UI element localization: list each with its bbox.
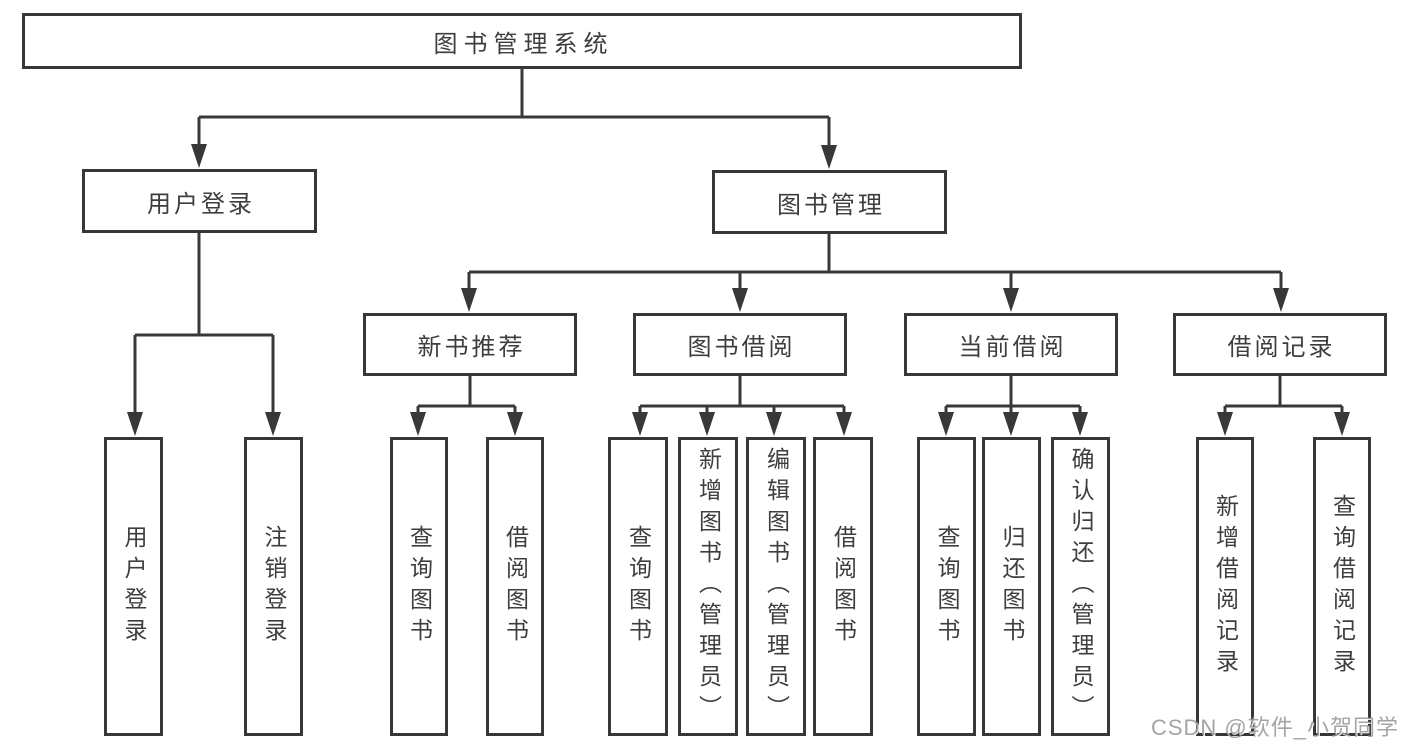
leaf-return-books: 归还图书 (982, 437, 1041, 736)
watermark: CSDN @软件_小贺同学 (1150, 715, 1399, 740)
leaf-add-borrow-record: 新增借阅记录 (1196, 437, 1254, 736)
node-label: 用户登录 (121, 524, 147, 649)
node-book-borrowing: 图书借阅 (633, 313, 847, 376)
leaf-borrow-books: 借阅图书 (813, 437, 873, 736)
node-book-management: 图书管理 (712, 170, 947, 234)
node-label: 注销登录 (261, 524, 287, 649)
leaf-edit-books-admin: 编辑图书（管理员） (746, 437, 806, 736)
node-user-login: 用户登录 (82, 169, 317, 233)
node-library-management-system: 图书管理系统 (22, 13, 1022, 69)
node-label: 查询图书 (625, 524, 652, 649)
node-current-borrowing: 当前借阅 (904, 313, 1118, 376)
node-label: 查询图书 (934, 524, 960, 649)
node-label: 图书管理系统 (433, 30, 614, 58)
node-label: 借阅图书 (502, 524, 529, 649)
node-label: 图书管理 (777, 191, 885, 219)
node-label: 查询图书 (406, 524, 433, 649)
node-label: 借阅图书 (830, 524, 857, 649)
leaf-borrow-books: 借阅图书 (486, 437, 544, 736)
node-label: 当前借阅 (958, 334, 1067, 361)
leaf-query-borrow-record: 查询借阅记录 (1313, 437, 1371, 736)
leaf-query-books: 查询图书 (608, 437, 668, 736)
leaf-add-books-admin: 新增图书（管理员） (678, 437, 738, 736)
node-label: 图书借阅 (687, 334, 796, 361)
node-label: 新增借阅记录 (1212, 493, 1239, 680)
leaf-query-books: 查询图书 (917, 437, 976, 736)
node-label: 用户登录 (147, 190, 255, 218)
leaf-logout: 注销登录 (244, 437, 303, 736)
leaf-user-login: 用户登录 (104, 437, 163, 736)
leaf-query-books: 查询图书 (390, 437, 448, 736)
node-label: 查询借阅记录 (1329, 493, 1356, 680)
node-label: 归还图书 (999, 524, 1025, 649)
node-label: 编辑图书（管理员） (763, 447, 790, 726)
node-label: 新增图书（管理员） (695, 447, 722, 726)
leaf-confirm-return-admin: 确认归还（管理员） (1051, 437, 1110, 736)
node-new-book-recommendation: 新书推荐 (363, 313, 577, 376)
node-label: 确认归还（管理员） (1068, 447, 1094, 726)
node-label: 新书推荐 (417, 334, 526, 361)
node-borrowing-records: 借阅记录 (1173, 313, 1387, 376)
node-label: 借阅记录 (1227, 334, 1336, 361)
